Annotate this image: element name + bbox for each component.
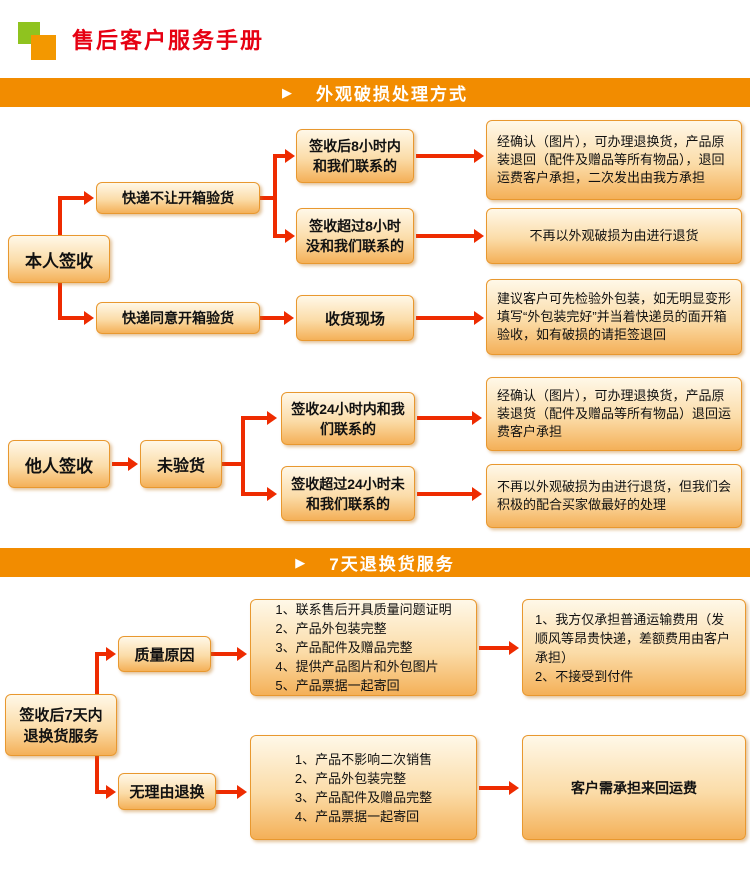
connector-to-no-reason-return: [95, 790, 109, 794]
connector-to-no-reason-conditions: [216, 790, 239, 794]
section2-banner: ▶ 7天退换货服务: [0, 548, 750, 577]
page-title: 售后客户服务手册: [72, 28, 265, 53]
section1-banner: ▶ 外观破损处理方式: [0, 78, 750, 107]
node-result-inspect-advice: 建议客户可先检验外包装，如无明显变形填写“外包装完好”并当着快递员的面开箱验收，…: [486, 279, 742, 355]
header: 售后客户服务手册: [0, 0, 750, 78]
connector-to-over-8h: [273, 234, 287, 238]
connector-24h-vertical: [241, 416, 245, 496]
arrowhead-icon: [106, 647, 116, 661]
node-courier-agree-open: 快递同意开箱验货: [96, 302, 260, 334]
arrowhead-icon: [237, 785, 247, 799]
node-no-reason-return: 无理由退换: [118, 773, 216, 810]
arrowhead-icon: [106, 785, 116, 799]
node-quality-conditions: 1、联系售后开具质量问题证明 2、产品外包装完整 3、产品配件及赠品完整 4、提…: [250, 599, 477, 696]
connector-to-quality-conditions: [211, 652, 239, 656]
connector-to-not-inspected: [112, 462, 130, 466]
node-quality-shipping-policy: 1、我方仅承担普通运输费用（发顺风等昂贵快递，差额费用由客户承担） 2、不接受到…: [522, 599, 746, 696]
node-receiving-site: 收货现场: [296, 295, 414, 341]
node-result-exchange-8h: 经确认（图片），可办理退换货，产品原装退回（配件及赠品等所有物品），退回运费客户…: [486, 120, 742, 200]
node-contact-over-8h: 签收超过8小时没和我们联系的: [296, 208, 414, 264]
arrowhead-icon: [267, 487, 277, 501]
arrowhead-icon: [474, 229, 484, 243]
arrowhead-icon: [474, 311, 484, 325]
arrowhead-icon: [267, 411, 277, 425]
connector-to-result-inspect-advice: [416, 316, 476, 320]
node-result-no-return-24h: 不再以外观破损为由进行退货，但我们会积极的配合买家做最好的处理: [486, 464, 742, 528]
connector-to-quality-reason: [95, 652, 109, 656]
section1-banner-label: 外观破损处理方式: [316, 85, 468, 104]
connector-to-courier-no-open: [58, 196, 86, 200]
connector-to-receiving-site: [260, 316, 286, 320]
node-no-reason-conditions: 1、产品不影响二次销售 2、产品外包装完整 3、产品配件及赠品完整 4、产品票据…: [250, 735, 477, 840]
flow-appearance-damage: 本人签收 快递不让开箱验货 快递同意开箱验货 签收后8小时内和我们联系的 签收超…: [0, 107, 750, 548]
arrowhead-icon: [237, 647, 247, 661]
node-not-inspected: 未验货: [140, 440, 222, 488]
arrowhead-icon: [285, 149, 295, 163]
connector-to-result-exchange-8h: [416, 154, 476, 158]
arrowhead-icon: [284, 311, 294, 325]
arrowhead-icon: [472, 411, 482, 425]
arrowhead-icon: [84, 191, 94, 205]
connector-8h-vertical: [273, 154, 277, 238]
arrowhead-icon: [474, 149, 484, 163]
logo-icon: [16, 16, 60, 62]
node-no-reason-shipping-policy: 客户需承担来回运费: [522, 735, 746, 840]
flow-seven-day-return: 签收后7天内退换货服务 质量原因 无理由退换 1、联系售后开具质量问题证明 2、…: [0, 577, 750, 871]
arrowhead-icon: [509, 641, 519, 655]
node-quality-reason: 质量原因: [118, 636, 211, 672]
node-result-no-return-8h: 不再以外观破损为由进行退货: [486, 208, 742, 264]
connector-to-result-exchange-24h: [417, 416, 474, 420]
connector-not-inspected-stub: [222, 462, 244, 466]
node-self-sign: 本人签收: [8, 235, 110, 283]
banner-play-icon: ▶: [295, 555, 306, 570]
connector-courier-no-open-stub: [260, 196, 277, 200]
connector-to-within-24h: [241, 416, 269, 420]
arrowhead-icon: [472, 487, 482, 501]
connector-to-quality-shipping-policy: [479, 646, 511, 650]
arrowhead-icon: [285, 229, 295, 243]
connector-to-over-24h: [241, 492, 269, 496]
arrowhead-icon: [128, 457, 138, 471]
connector-to-no-reason-shipping-policy: [479, 786, 511, 790]
connector-to-courier-agree-open: [58, 316, 86, 320]
arrowhead-icon: [84, 311, 94, 325]
logo-orange-square: [31, 35, 56, 60]
connector-to-result-no-return-8h: [416, 234, 476, 238]
node-courier-no-open: 快递不让开箱验货: [96, 182, 260, 214]
banner-play-icon: ▶: [282, 85, 292, 100]
node-others-sign: 他人签收: [8, 440, 110, 488]
section2-banner-label: 7天退换货服务: [329, 555, 455, 574]
node-contact-over-24h: 签收超过24小时未和我们联系的: [281, 466, 415, 521]
node-contact-within-24h: 签收24小时内和我们联系的: [281, 392, 415, 445]
connector-to-within-8h: [273, 154, 287, 158]
node-contact-within-8h: 签收后8小时内和我们联系的: [296, 129, 414, 183]
arrowhead-icon: [509, 781, 519, 795]
node-seven-day-service: 签收后7天内退换货服务: [5, 694, 117, 756]
node-result-exchange-24h: 经确认（图片），可办理退换货，产品原装退货（配件及赠品等所有物品）退回运费客户承…: [486, 377, 742, 451]
connector-to-result-no-return-24h: [417, 492, 474, 496]
